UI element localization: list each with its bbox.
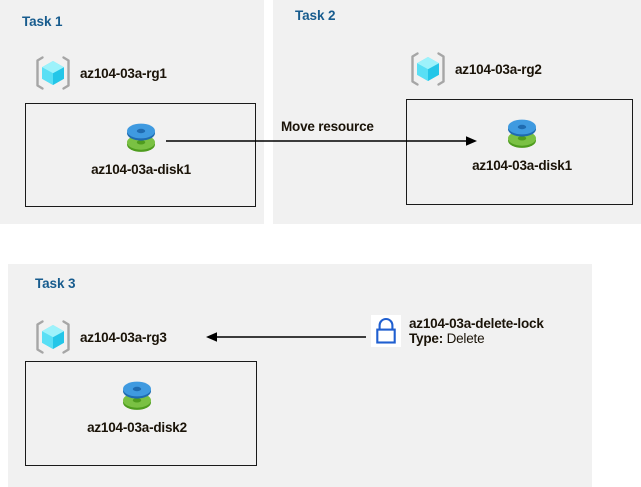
delete-lock-text: az104-03a-delete-lock Type: Delete [409,315,544,346]
resource-group-2: az104-03a-rg2 [409,50,542,88]
delete-lock-name: az104-03a-delete-lock [409,316,544,331]
disk-3: az104-03a-disk2 [79,374,195,435]
managed-disk-icon [79,374,195,418]
delete-lock-type: Type: Delete [409,331,544,346]
padlock-icon [371,315,401,347]
delete-lock-arrow [206,332,366,342]
disk-1: az104-03a-disk1 [86,116,196,177]
delete-lock-type-key: Type: [409,331,444,346]
resource-group-1: az104-03a-rg1 [34,54,167,92]
task-panel-2: Task 2 az104-03a-rg2 [273,0,641,224]
task-panel-1: Task 1 az104-03a-rg1 [0,0,264,224]
disk-2: az104-03a-disk1 [464,112,580,173]
task-3-title: Task 3 [35,276,76,291]
disk-2-label: az104-03a-disk1 [472,158,572,173]
delete-lock-type-value-text: Delete [446,331,485,346]
resource-group-1-label: az104-03a-rg1 [80,65,167,81]
resource-container-3: az104-03a-disk2 [25,361,257,466]
resource-group-icon [409,50,447,88]
move-resource-caption: Move resource [281,119,374,134]
task-1-title: Task 1 [22,14,63,29]
resource-group-icon [34,54,72,92]
managed-disk-icon [86,116,196,160]
move-resource-arrow [166,136,477,146]
resource-container-1: az104-03a-disk1 [25,103,256,207]
disk-1-label: az104-03a-disk1 [91,162,191,177]
resource-group-icon [34,318,72,356]
resource-group-3: az104-03a-rg3 [34,318,167,356]
managed-disk-icon [464,112,580,156]
resource-group-3-label: az104-03a-rg3 [80,329,167,345]
resource-group-2-label: az104-03a-rg2 [455,61,542,77]
task-2-title: Task 2 [295,8,336,23]
resource-container-2: az104-03a-disk1 [406,99,633,205]
task-panel-3: Task 3 az104-03a-rg3 [8,264,592,487]
disk-3-label: az104-03a-disk2 [87,420,187,435]
delete-lock-block: az104-03a-delete-lock Type: Delete [371,315,544,347]
